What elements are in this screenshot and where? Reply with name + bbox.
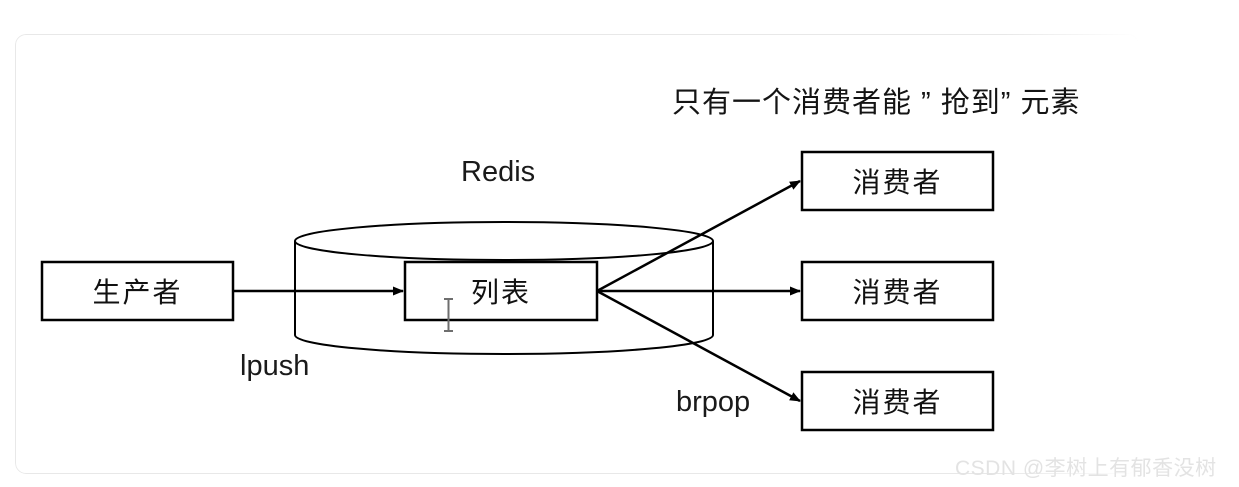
consumer-box-3 bbox=[800, 370, 995, 432]
lpush-label: lpush bbox=[240, 350, 310, 382]
brpop-arrow-3 bbox=[596, 289, 801, 403]
queue-label: 列表 bbox=[470, 277, 531, 308]
content-card-border bbox=[15, 34, 1139, 474]
brpop-arrow-1 bbox=[596, 179, 801, 293]
consumer-label-2: 消费者 bbox=[852, 277, 943, 308]
brpop-label: brpop bbox=[676, 386, 751, 418]
datastore-label: Redis bbox=[461, 156, 536, 188]
text-cursor-ibeam bbox=[444, 298, 453, 332]
consumer-label-1: 消费者 bbox=[852, 167, 943, 198]
consumer-box-1 bbox=[800, 150, 995, 212]
consumer-box-2 bbox=[800, 260, 995, 322]
producer-label: 生产者 bbox=[92, 277, 183, 308]
page-title: 只有一个消费者能 ” 抢到” 元素 bbox=[672, 87, 1081, 119]
consumer-label-3: 消费者 bbox=[852, 387, 943, 418]
redis-cylinder bbox=[294, 221, 714, 355]
csdn-watermark: CSDN @李树上有郁香没树 bbox=[955, 457, 1217, 480]
producer-box bbox=[40, 260, 235, 322]
